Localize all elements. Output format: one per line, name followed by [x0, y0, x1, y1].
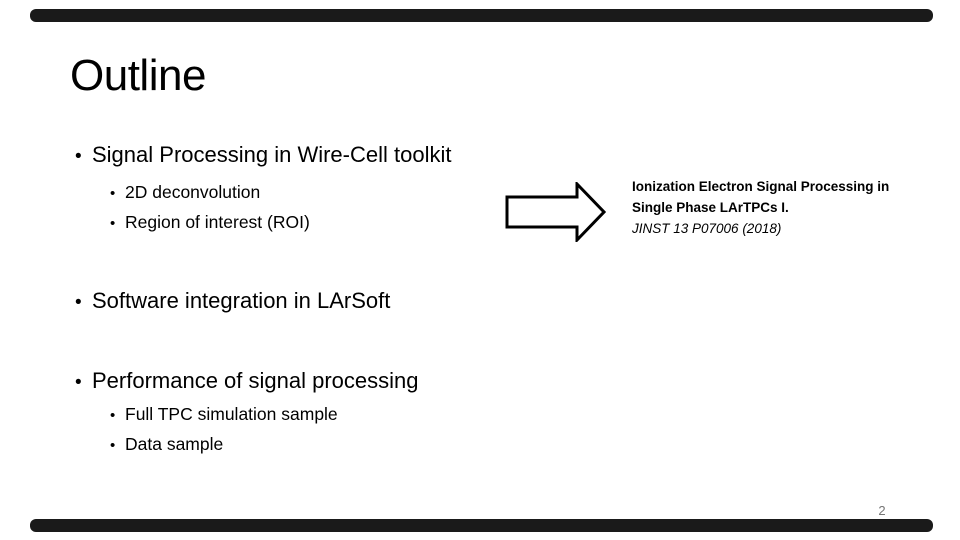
bullet-text: Signal Processing in Wire-Cell toolkit	[92, 142, 452, 167]
bullet-text: Region of interest (ROI)	[125, 212, 310, 232]
reference-title-line2: Single Phase LArTPCs I.	[632, 200, 789, 215]
right-arrow-icon	[505, 182, 606, 242]
bullet-item-performance: • Performance of signal processing	[75, 368, 419, 396]
slide-title: Outline	[70, 51, 206, 100]
bullet-marker: •	[75, 292, 82, 313]
bullet-text: Software integration in LArSoft	[92, 288, 391, 313]
bullet-marker: •	[75, 146, 82, 167]
page-number: 2	[878, 503, 886, 518]
bullet-item-signal-processing: • Signal Processing in Wire-Cell toolkit	[75, 142, 451, 170]
bullet-item-data-sample: • Data sample	[110, 434, 223, 456]
bullet-item-region-of-interest: • Region of interest (ROI)	[110, 212, 310, 234]
top-border-bar	[30, 9, 933, 22]
bullet-marker: •	[75, 372, 82, 393]
bullet-item-software-integration: • Software integration in LArSoft	[75, 288, 390, 316]
bullet-text: Data sample	[125, 434, 224, 454]
bullet-marker: •	[110, 215, 116, 232]
bullet-text: Full TPC simulation sample	[125, 404, 338, 424]
bottom-border-bar	[30, 519, 933, 532]
bullet-item-2d-deconvolution: • 2D deconvolution	[110, 182, 260, 204]
bullet-marker: •	[110, 437, 116, 454]
bullet-item-full-tpc-simulation: • Full TPC simulation sample	[110, 404, 338, 426]
reference-title-line1: Ionization Electron Signal Processing in	[632, 179, 890, 194]
bullet-marker: •	[110, 185, 116, 202]
bullet-text: 2D deconvolution	[125, 182, 261, 202]
bullet-text: Performance of signal processing	[92, 368, 419, 393]
reference-callout: Ionization Electron Signal Processing in…	[632, 176, 942, 239]
bullet-marker: •	[110, 407, 116, 424]
reference-citation: JINST 13 P07006 (2018)	[632, 221, 782, 236]
